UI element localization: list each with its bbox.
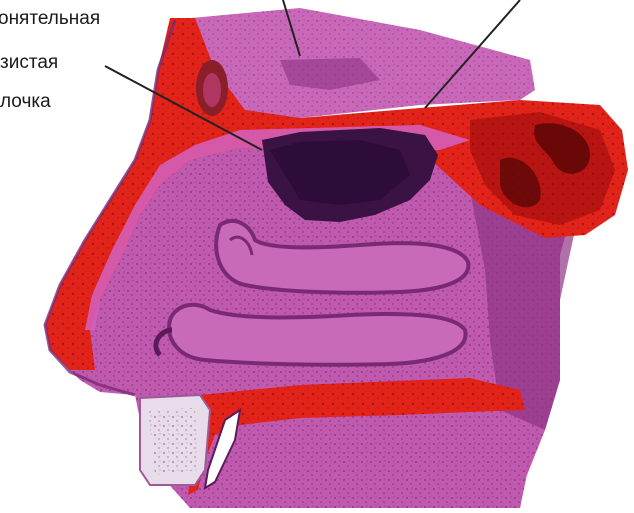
label-line-3: лочка <box>0 91 51 113</box>
label-line-1: онятельная <box>0 8 100 30</box>
label-line-2: зистая <box>0 52 58 74</box>
